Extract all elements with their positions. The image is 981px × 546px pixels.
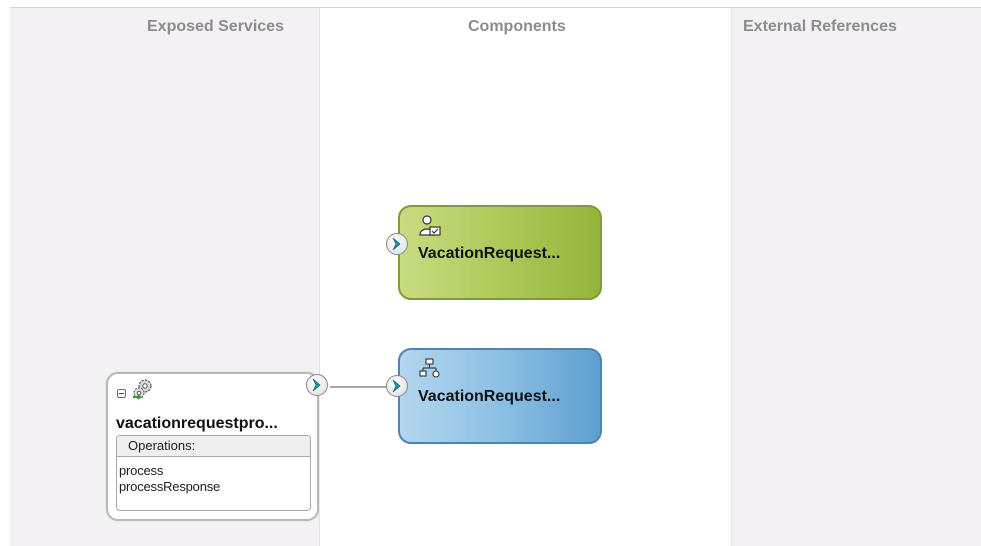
bpel-process-service-port[interactable] (386, 375, 408, 397)
components-title: Components (468, 18, 566, 35)
canvas-top-border (10, 7, 981, 8)
external-references-title: External References (743, 18, 897, 35)
service-name: vacationrequestpro... (116, 415, 278, 432)
collapse-icon[interactable] (117, 389, 126, 398)
bpel-process-label: VacationRequest... (418, 388, 561, 405)
operation-item[interactable]: process (119, 463, 164, 478)
human-task-service-port[interactable] (386, 233, 408, 255)
operations-panel: Operations: process processResponse (116, 435, 311, 511)
service-wire[interactable] (330, 375, 400, 395)
bpel-process-component[interactable]: VacationRequest... (398, 348, 602, 444)
operations-header: Operations: (117, 436, 310, 457)
bpel-process-icon (419, 358, 441, 385)
external-references-swimlane[interactable] (731, 8, 981, 546)
human-task-icon (419, 215, 441, 242)
service-port[interactable] (306, 374, 328, 396)
human-task-component[interactable]: VacationRequest... (398, 205, 602, 300)
web-service-gear-icon (131, 377, 155, 406)
operation-item[interactable]: processResponse (119, 479, 221, 494)
human-task-label: VacationRequest... (418, 245, 561, 262)
exposed-service[interactable]: vacationrequestpro... Operations: proces… (106, 372, 319, 521)
exposed-services-title: Exposed Services (147, 18, 284, 35)
